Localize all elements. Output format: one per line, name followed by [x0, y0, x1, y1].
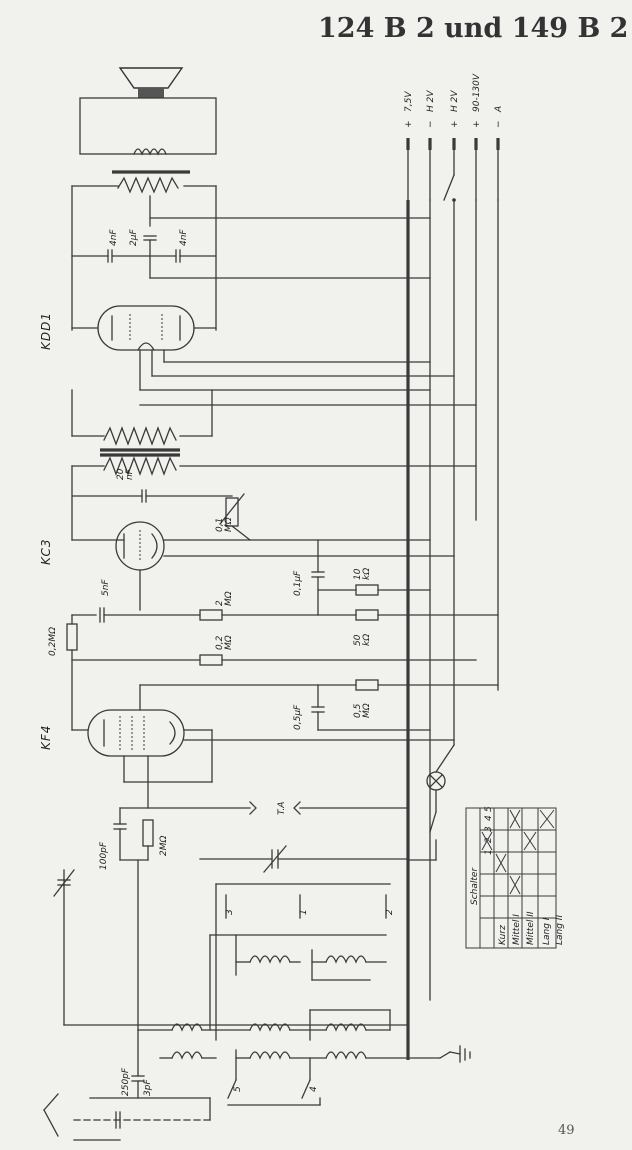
page-title: 124 B 2 und 149 B 2 — [318, 13, 628, 44]
resistor-05m-label: 0,5MΩ — [353, 703, 372, 718]
page-number: 49 — [558, 1123, 575, 1138]
cap-05uf-label: 0,5µF — [293, 704, 303, 730]
switch-table-row-4: Lang I — [542, 917, 552, 945]
pot-label: 0,1MΩ — [215, 517, 234, 532]
terminal-label-2: H 2V — [426, 90, 436, 112]
terminal-sign-2: − — [426, 120, 436, 128]
resistor-2m-kc3-icon — [199, 609, 223, 621]
switch-table-row-1: Kurz — [498, 925, 508, 945]
switch-table-col-5: 5 — [484, 806, 494, 812]
cap-4nf-left-label: 4nF — [109, 229, 119, 246]
supply-terminals: + 7,5V − H 2V + H 2V + 90-130V − A — [404, 73, 504, 202]
switch-number-1: 1 — [299, 909, 309, 915]
switch-number-4: 4 — [309, 1086, 319, 1092]
terminal-label-4: 90-130V — [472, 73, 482, 112]
terminal-label-1: 7,5V — [404, 91, 414, 112]
terminal-sign-3: + — [450, 120, 460, 128]
cap-01uf-label: 0,1µF — [293, 570, 303, 596]
switch-number-3: 3 — [225, 909, 235, 915]
resistor-50k-label: 50kΩ — [353, 634, 372, 646]
loudspeaker-icon — [79, 67, 217, 155]
terminal-sign-5: − — [494, 120, 504, 128]
switch-table-col-3: 3 — [484, 826, 494, 832]
switch-number-5: 5 — [233, 1086, 243, 1092]
switch-table-col-2: 2 — [484, 837, 494, 843]
switch-table-row-2: Mittel I — [512, 914, 522, 945]
cap-2uf-label: 2µF — [129, 229, 139, 246]
tube-kf4-label: KF4 — [39, 725, 53, 750]
ground-icon — [407, 1045, 471, 1063]
tube-kc3-label: KC3 — [39, 538, 53, 565]
switch-table-col-4: 4 — [484, 815, 494, 821]
tube-kc3-icon — [115, 521, 165, 571]
terminal-label-5: A — [494, 106, 504, 113]
cap-4nf-right-label: 4nF — [179, 229, 189, 246]
switch-table-col-1: 1 — [484, 849, 494, 855]
resistor-10k-label: 10kΩ — [353, 568, 372, 580]
driver-transformer-icon — [100, 426, 180, 476]
output-transformer-icon — [71, 170, 217, 194]
switch-position-table: Schalter 1 2 3 4 5 Kurz Mittel I Mittel … — [465, 806, 565, 949]
switch-table-row-3: Mittel II — [526, 911, 536, 945]
antenna-icon — [43, 1093, 59, 1137]
tube-kf4-icon — [87, 709, 185, 757]
tube-kdd1-icon — [71, 305, 217, 351]
resistor-02m-icon — [199, 654, 223, 666]
terminal-sign-1: + — [404, 120, 414, 128]
cap-5nf-label: 5nF — [101, 579, 111, 596]
resistor-02m-vert-icon — [66, 623, 78, 651]
switch-table-header: Schalter — [470, 867, 480, 905]
terminal-sign-4: + — [472, 120, 482, 128]
switch-table-row-5: Lang II — [555, 915, 565, 945]
band-switch-4 — [301, 1079, 311, 1099]
cap-100pf-label: 100pF — [99, 841, 109, 870]
terminal-label-3: H 2V — [450, 90, 460, 112]
cap-250pf-label: 250pF — [121, 1067, 131, 1096]
resistor-05m-icon — [355, 679, 379, 691]
resistor-2m-grid-label: 2MΩ — [159, 836, 169, 856]
tone-arm-label: T.A — [277, 802, 287, 815]
tube-kdd1-label: KDD1 — [39, 312, 53, 350]
power-switch — [443, 174, 455, 201]
resistor-50k-icon — [355, 609, 379, 621]
cap-3pf-label: 3pF — [143, 1079, 153, 1096]
band-switch-5 — [227, 1079, 237, 1099]
resistor-10k-icon — [355, 584, 379, 596]
cap-20nf-label: 20nF — [116, 468, 135, 480]
resistor-2m-grid-icon — [142, 819, 154, 847]
switch-number-2: 2 — [385, 909, 395, 915]
resistor-02m-vert-label: 0,2MΩ — [48, 627, 58, 656]
resistor-2m-kc3-label: 2MΩ — [215, 591, 234, 606]
resistor-02m-label: 0,2MΩ — [215, 635, 234, 650]
